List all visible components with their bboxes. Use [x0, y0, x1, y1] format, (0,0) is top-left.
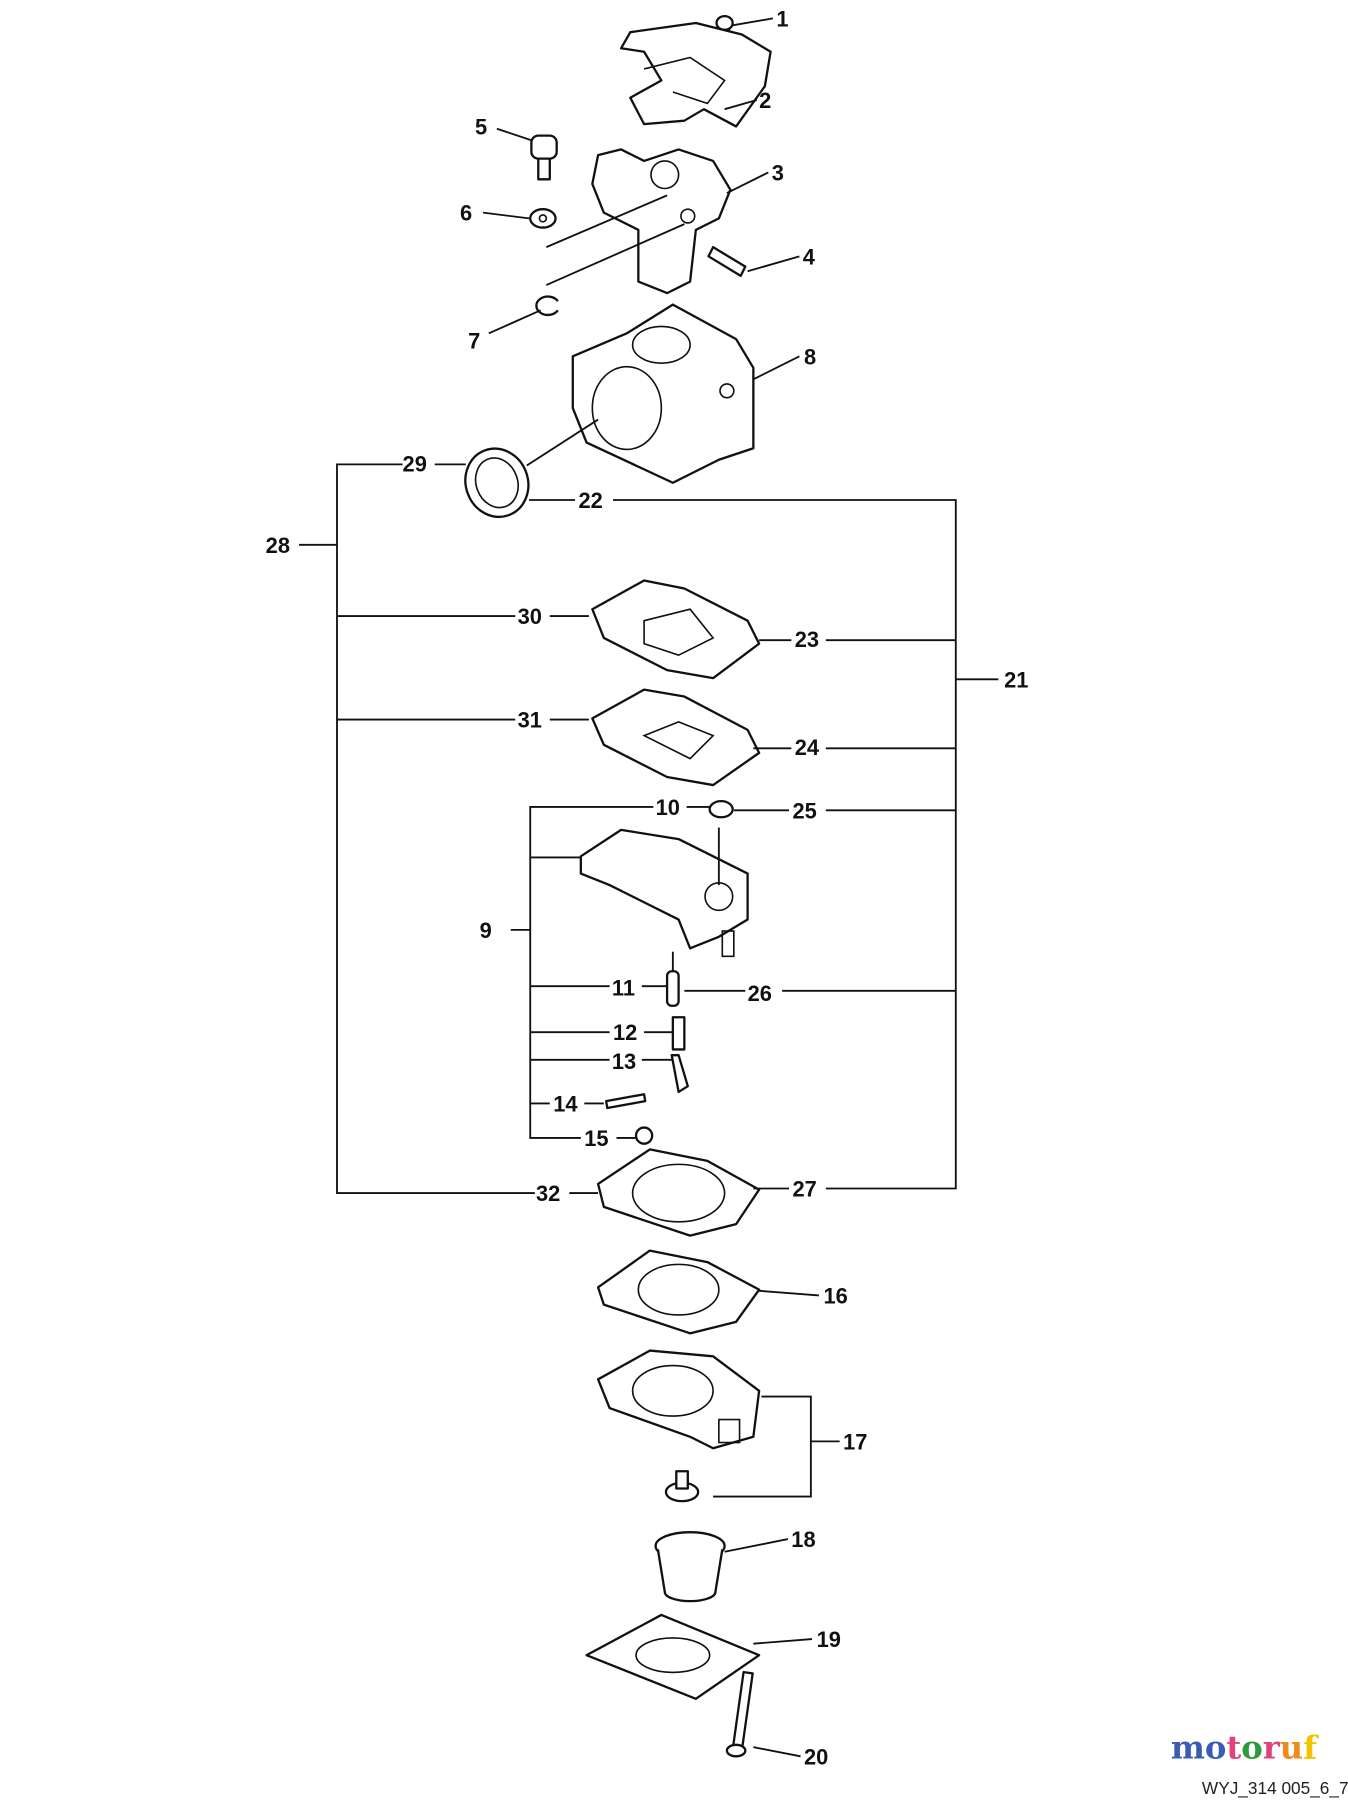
callout-11: 11 — [612, 975, 635, 1000]
part-14-pin — [604, 1093, 647, 1110]
part-3-throttle-lever — [591, 148, 732, 295]
part-19-primer-cover — [585, 1613, 761, 1700]
logo-letter: t — [1226, 1729, 1241, 1767]
bracket-21 — [529, 499, 999, 1190]
part-20-long-screw — [725, 1670, 754, 1758]
part-10-valve — [708, 799, 734, 819]
callout-2: 2 — [759, 88, 771, 113]
motoruf-logo: motoruf — [1171, 1729, 1319, 1767]
callout-18: 18 — [791, 1527, 815, 1552]
callout-26: 26 — [748, 981, 772, 1006]
part-2-bracket — [619, 21, 772, 128]
callout-7: 7 — [468, 328, 480, 353]
callout-5: 5 — [475, 114, 487, 139]
callout-22: 22 — [579, 488, 603, 513]
part-12-spring — [671, 1016, 686, 1051]
part-31-diaphragm — [591, 688, 761, 787]
logo-letter: o — [1241, 1729, 1262, 1767]
callout-27: 27 — [792, 1177, 816, 1202]
logo-letter: r — [1263, 1729, 1281, 1767]
callout-19: 19 — [817, 1627, 841, 1652]
callout-15: 15 — [584, 1126, 608, 1151]
drawing-code: WYJ_314 005_6_7 — [1202, 1778, 1348, 1798]
callout-31: 31 — [518, 708, 542, 733]
callout-17: 17 — [843, 1429, 867, 1454]
callout-12: 12 — [613, 1020, 637, 1045]
callout-24: 24 — [795, 735, 820, 760]
part-11-needle — [665, 970, 680, 1007]
callout-6: 6 — [460, 201, 472, 226]
callout-25: 25 — [792, 798, 816, 823]
callout-4: 4 — [803, 244, 816, 269]
callout-1: 1 — [776, 6, 788, 31]
logo-letter: m — [1171, 1729, 1205, 1767]
callout-32: 32 — [536, 1181, 560, 1206]
part-17-pump-cover — [596, 1349, 761, 1503]
part-29-gasket-ring — [464, 447, 530, 519]
part-15-screw — [634, 1126, 654, 1145]
callout-9: 9 — [480, 918, 492, 943]
part-32-gasket — [596, 1148, 761, 1237]
callout-labels: 1 2 3 4 5 6 7 8 9 10 11 12 13 14 15 16 1… — [266, 6, 1029, 1769]
callout-21: 21 — [1004, 667, 1028, 692]
callout-16: 16 — [824, 1283, 848, 1308]
callout-13: 13 — [612, 1049, 636, 1074]
part-9-body-assembly — [579, 828, 749, 958]
part-6-washer — [529, 208, 557, 229]
bracket-17 — [713, 1289, 840, 1758]
callout-14: 14 — [553, 1092, 578, 1117]
part-16-pump-diaphragm — [596, 1249, 761, 1335]
part-4-screw — [707, 245, 747, 278]
callout-3: 3 — [772, 160, 784, 185]
part-7-e-clip — [535, 295, 559, 317]
part-30-gasket — [591, 579, 761, 680]
callout-8: 8 — [804, 344, 816, 369]
part-8-carburetor-body — [571, 303, 755, 484]
callout-23: 23 — [795, 627, 819, 652]
part-13-lever — [670, 1054, 689, 1094]
logo-letter: u — [1280, 1729, 1303, 1767]
callout-29: 29 — [403, 451, 427, 476]
part-5-adjust-screw — [530, 134, 558, 181]
part-18-primer-bulb — [654, 1531, 726, 1603]
svg-text:motoruf: motoruf — [1171, 1729, 1319, 1767]
callout-28: 28 — [266, 533, 290, 558]
logo-letter: o — [1205, 1729, 1226, 1767]
leader-lines — [482, 17, 800, 972]
callout-10: 10 — [656, 795, 680, 820]
callout-20: 20 — [804, 1744, 828, 1769]
logo-letter: f — [1303, 1729, 1319, 1767]
bracket-9 — [510, 805, 710, 1139]
callout-30: 30 — [518, 604, 542, 629]
bracket-28 — [299, 463, 599, 1195]
